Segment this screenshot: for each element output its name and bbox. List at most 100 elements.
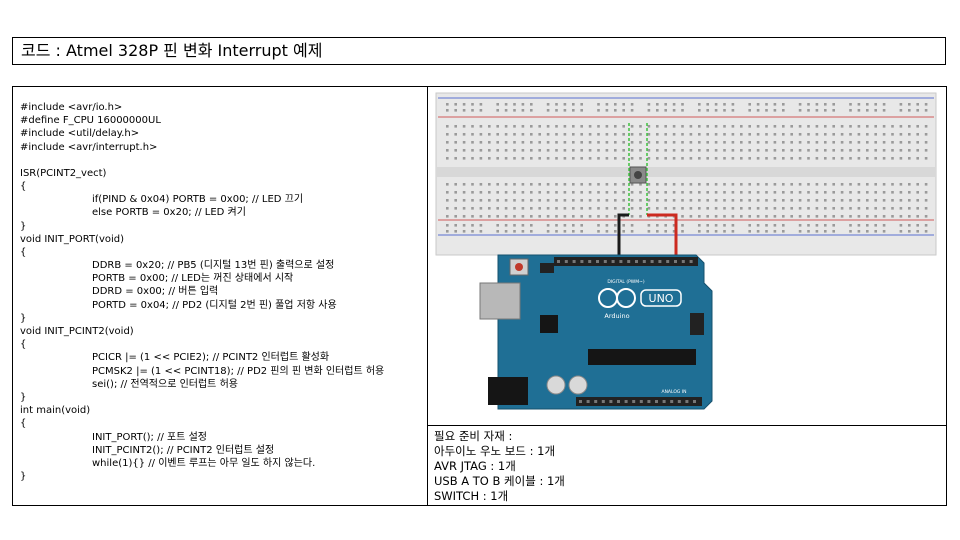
breadboard-hole <box>782 207 785 210</box>
breadboard-hole <box>681 199 684 202</box>
breadboard-hole <box>454 207 457 210</box>
code-line: DDRB = 0x20; // PB5 (디지털 13번 핀) 출력으로 설정 <box>92 260 335 272</box>
breadboard-hole <box>479 224 483 227</box>
breadboard-hole <box>731 215 735 218</box>
header-pin <box>635 260 638 263</box>
header-pin <box>685 400 689 403</box>
breadboard-hole <box>622 149 625 152</box>
breadboard-hole <box>874 133 877 136</box>
breadboard-hole <box>891 215 894 218</box>
breadboard-hole <box>563 141 567 144</box>
breadboard-hole <box>798 224 802 227</box>
breadboard-hole <box>916 157 919 160</box>
breadboard-hole <box>605 141 609 144</box>
breadboard-hole <box>639 157 642 160</box>
capacitor-right <box>568 375 588 395</box>
breadboard-hole <box>588 157 592 160</box>
breadboard-hole <box>874 149 877 152</box>
breadboard-hole <box>530 103 533 106</box>
breadboard-hole <box>798 230 802 233</box>
breadboard-hole <box>639 215 642 218</box>
breadboard-hole <box>446 125 449 128</box>
breadboard-hole <box>773 157 777 160</box>
breadboard-hole <box>790 183 793 186</box>
breadboard-hole <box>563 109 567 112</box>
code-line: } <box>20 220 27 232</box>
breadboard-hole <box>773 109 777 112</box>
breadboard-hole <box>681 133 684 136</box>
breadboard-hole <box>924 183 928 186</box>
breadboard-hole <box>748 133 751 136</box>
breadboard-hole <box>563 133 567 136</box>
breadboard-hole <box>824 109 827 112</box>
breadboard-hole <box>790 141 793 144</box>
digital-header <box>554 257 698 266</box>
analog-label-text: ANALOG IN <box>661 389 686 395</box>
breadboard-hole <box>916 191 919 194</box>
breadboard-hole <box>832 207 835 210</box>
breadboard-hole <box>882 149 886 152</box>
breadboard-hole <box>773 230 777 233</box>
breadboard-hole <box>815 199 819 202</box>
breadboard-hole <box>639 191 642 194</box>
breadboard-hole <box>622 230 625 233</box>
breadboard-hole <box>504 183 508 186</box>
digital-label-text: DIGITAL (PWM~) <box>607 279 645 285</box>
breadboard-hole <box>488 133 491 136</box>
breadboard-hole <box>706 149 709 152</box>
breadboard-hole <box>681 109 684 112</box>
breadboard-hole <box>504 215 508 218</box>
breadboard-hole <box>513 183 516 186</box>
breadboard-hole <box>572 215 575 218</box>
breadboard-hole <box>530 199 533 202</box>
breadboard-hole <box>630 224 634 227</box>
breadboard-hole <box>790 199 793 202</box>
breadboard-hole <box>597 224 600 227</box>
breadboard-hole <box>664 199 667 202</box>
breadboard-hole <box>882 157 886 160</box>
breadboard-hole <box>765 149 768 152</box>
analog-header <box>576 397 702 406</box>
parts-list-item: SWITCH : 1개 <box>434 489 509 503</box>
breadboard-hole <box>546 109 550 112</box>
breadboard-hole <box>824 157 827 160</box>
breadboard-hole <box>664 141 667 144</box>
breadboard-hole <box>840 207 844 210</box>
breadboard-hole <box>740 133 743 136</box>
breadboard-hole <box>773 141 777 144</box>
breadboard-hole <box>672 109 676 112</box>
breadboard-hole <box>790 215 793 218</box>
breadboard-hole <box>706 109 709 112</box>
breadboard-hole <box>605 125 609 128</box>
breadboard-hole <box>471 157 474 160</box>
breadboard-hole <box>647 183 651 186</box>
breadboard-hole <box>639 133 642 136</box>
breadboard-hole <box>756 215 760 218</box>
breadboard-hole <box>462 207 466 210</box>
breadboard-hole <box>647 207 651 210</box>
breadboard-hole <box>840 157 844 160</box>
breadboard-hole <box>782 191 785 194</box>
breadboard-hole <box>572 207 575 210</box>
header-pin <box>580 260 584 263</box>
breadboard-hole <box>714 149 718 152</box>
breadboard-hole <box>496 183 499 186</box>
breadboard-hole <box>555 191 558 194</box>
breadboard-hole <box>513 207 516 210</box>
breadboard-hole <box>672 230 676 233</box>
breadboard-hole <box>446 199 449 202</box>
breadboard-hole <box>891 149 894 152</box>
breadboard-hole <box>521 133 525 136</box>
code-line: #include <avr/interrupt.h> <box>20 141 158 153</box>
breadboard-hole <box>513 103 516 106</box>
breadboard-hole <box>731 207 735 210</box>
breadboard-hole <box>824 149 827 152</box>
breadboard-hole <box>782 224 785 227</box>
breadboard-hole <box>647 230 651 233</box>
breadboard-hole <box>488 191 491 194</box>
header-pin <box>689 260 693 263</box>
breadboard-hole <box>488 207 491 210</box>
breadboard-hole <box>496 207 499 210</box>
breadboard-hole <box>874 199 877 202</box>
breadboard-hole <box>555 183 558 186</box>
